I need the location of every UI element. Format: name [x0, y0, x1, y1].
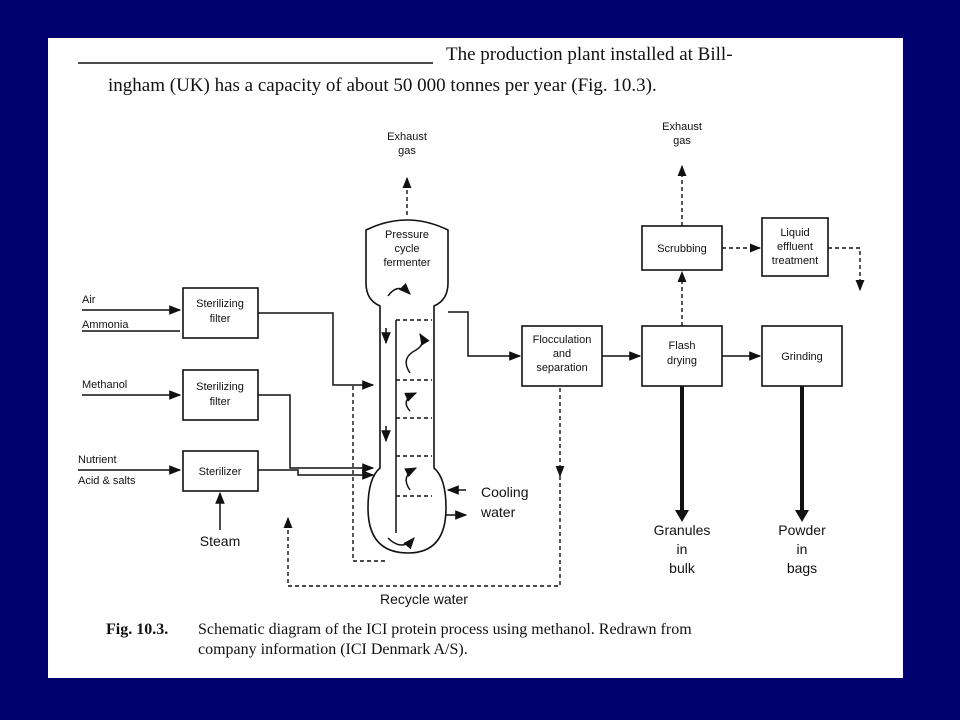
- sterilizer-to-fermenter: [258, 469, 375, 480]
- caption-line-2: company information (ICI Denmark A/S).: [198, 641, 468, 658]
- recycle-line: [283, 476, 561, 587]
- sterilizer-box: [182, 450, 259, 492]
- input-methanol-label: Methanol: [82, 379, 127, 391]
- granules-label-3: bulk: [669, 560, 696, 576]
- intro-line-1: The production plant installed at Bill-: [446, 44, 733, 65]
- fermenter-to-flocculation: [448, 311, 522, 361]
- flash-drying-label: Flash: [669, 340, 696, 352]
- sterilizing-filter-1-box: [182, 287, 259, 339]
- up-arrow-3: [404, 467, 418, 491]
- flash-drying-box: [641, 325, 723, 387]
- powder-label-3: bags: [787, 560, 817, 576]
- recycle-water-label: Recycle water: [380, 591, 468, 607]
- powder-arrowhead: [795, 510, 809, 522]
- sterilizing-filter-2-label: Sterilizing: [196, 381, 244, 393]
- input-nutrient-label: Nutrient: [78, 454, 117, 466]
- granules-label: Granules: [654, 522, 711, 538]
- filter-2-to-fermenter: [258, 394, 375, 473]
- effluent-label-3: treatment: [772, 255, 818, 267]
- scrubbing-label: Scrubbing: [657, 243, 707, 255]
- page-sheet: The production plant installed at Bill- …: [48, 38, 903, 678]
- flocculation-box: [521, 325, 603, 387]
- process-diagram: The production plant installed at Bill- …: [78, 44, 865, 658]
- intro-line-2: ingham (UK) has a capacity of about 50 0…: [108, 75, 657, 96]
- caption-line-1: Schematic diagram of the ICI protein pro…: [198, 621, 692, 638]
- cooling-water-label-2: water: [480, 504, 516, 520]
- sterilizing-filter-1-label-2: filter: [210, 313, 231, 325]
- flocculation-label-3: separation: [536, 362, 587, 374]
- flocculation-label: Flocculation: [533, 334, 592, 346]
- exhaust-2-label-2: gas: [673, 135, 691, 147]
- effluent-label-2: effluent: [777, 241, 813, 253]
- fermenter-label-3: fermenter: [383, 257, 430, 269]
- powder-label-2: in: [797, 541, 808, 557]
- flash-drying-label-2: drying: [667, 355, 697, 367]
- fermenter-vessel: [365, 219, 449, 554]
- input-ammonia-label: Ammonia: [82, 319, 129, 331]
- effluent-label: Liquid: [780, 227, 809, 239]
- grinding-label: Grinding: [781, 351, 823, 363]
- powder-label: Powder: [778, 522, 826, 538]
- sterilizing-filter-1-label: Sterilizing: [196, 298, 244, 310]
- flocculation-label-2: and: [553, 348, 571, 360]
- granules-label-2: in: [677, 541, 688, 557]
- effluent-outlet: [828, 247, 865, 292]
- up-arrow-2: [404, 392, 418, 412]
- exhaust-1-label-2: gas: [398, 145, 416, 157]
- input-acid-label: Acid & salts: [78, 475, 136, 487]
- exhaust-2-label: Exhaust: [662, 121, 702, 133]
- exhaust-1-label: Exhaust: [387, 131, 427, 143]
- circulation-arrow-top: [387, 282, 411, 297]
- input-air-label: Air: [82, 294, 96, 306]
- up-arrow-1: [405, 332, 430, 374]
- circulation-arrow-bottom: [387, 537, 415, 550]
- effluent-box: [761, 217, 829, 277]
- filter-1-to-fermenter: [258, 312, 375, 390]
- sterilizer-label: Sterilizer: [199, 466, 242, 478]
- fermenter-label: Pressure: [385, 229, 429, 241]
- recycle-inner-line: [352, 386, 386, 562]
- sterilizing-filter-2-label-2: filter: [210, 396, 231, 408]
- fermenter-label-2: cycle: [394, 243, 419, 255]
- cooling-water-label: Cooling: [481, 484, 528, 500]
- caption-label: Fig. 10.3.: [106, 621, 168, 638]
- granules-arrowhead: [675, 510, 689, 522]
- sterilizing-filter-2-box: [182, 369, 259, 421]
- steam-label: Steam: [200, 533, 240, 549]
